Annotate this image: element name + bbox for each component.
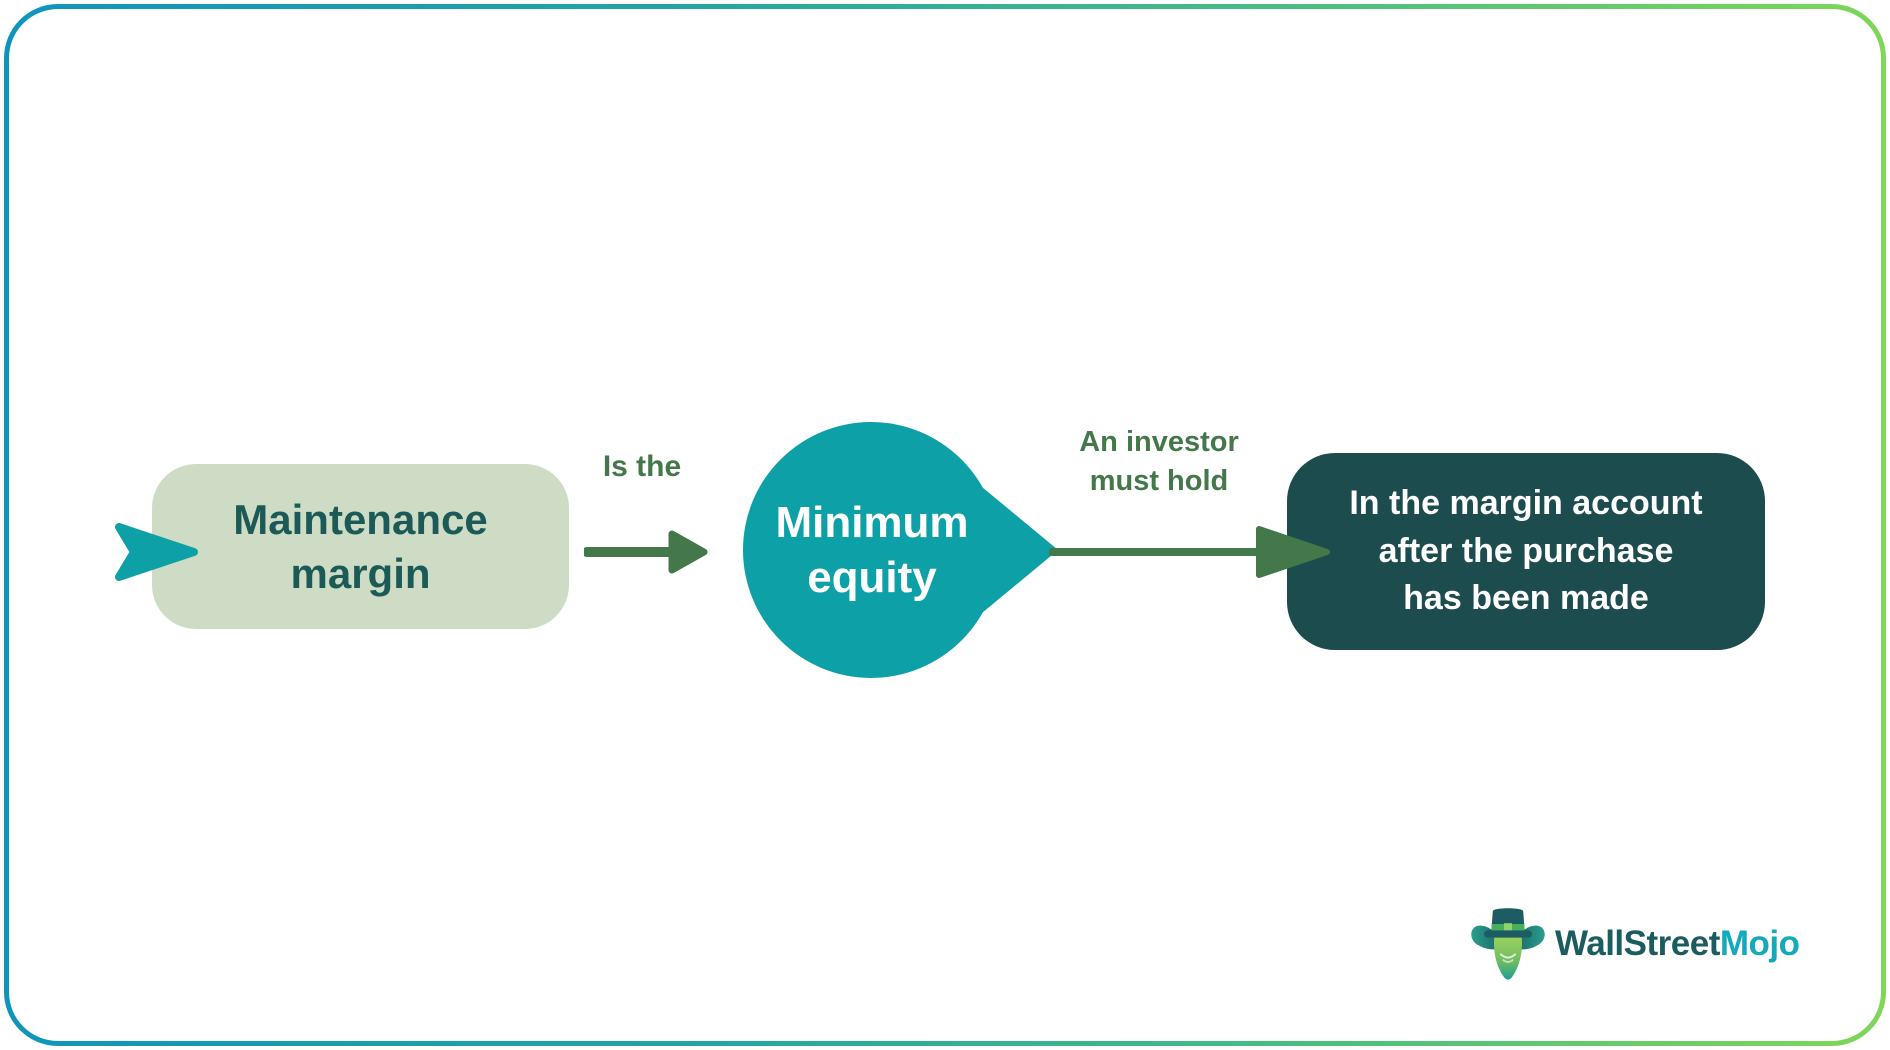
result-line-1: In the margin account xyxy=(1349,484,1703,523)
maintenance-margin-line-1: Maintenance xyxy=(233,496,488,544)
logo-text-primary: WallStreet xyxy=(1555,924,1720,963)
bull-mascot-icon xyxy=(1471,908,1545,980)
arrow-right-icon-2 xyxy=(1049,526,1330,578)
minimum-equity-label: Minimum equity xyxy=(741,418,1003,682)
result-line-2: after the purchase xyxy=(1378,531,1674,570)
logo-text: WallStreetMojo xyxy=(1555,924,1800,964)
wallstreetmojo-logo: WallStreetMojo xyxy=(1468,903,1800,985)
connector2-line-2: must hold xyxy=(1089,464,1229,497)
entry-chevron-arrow-icon xyxy=(115,523,198,581)
minimum-equity-line-1: Minimum xyxy=(775,498,969,547)
maintenance-margin-line-2: margin xyxy=(290,549,431,597)
arrow-right-icon-1 xyxy=(584,530,708,574)
result-label: In the margin account after the purchase… xyxy=(1349,480,1702,623)
maintenance-margin-label: Maintenance margin xyxy=(233,493,487,600)
minimum-equity-line-2: equity xyxy=(807,553,937,602)
result-box: In the margin account after the purchase… xyxy=(1287,453,1765,650)
connector2-line-1: An investor xyxy=(1079,426,1239,458)
minimum-equity-node-shape xyxy=(743,422,1057,678)
logo-text-accent: Mojo xyxy=(1719,924,1800,963)
maintenance-margin-box: Maintenance margin xyxy=(152,464,569,629)
result-line-3: has been made xyxy=(1403,579,1649,618)
an-investor-must-hold-label: An investor must hold xyxy=(1053,423,1265,501)
is-the-label: Is the xyxy=(602,450,682,483)
